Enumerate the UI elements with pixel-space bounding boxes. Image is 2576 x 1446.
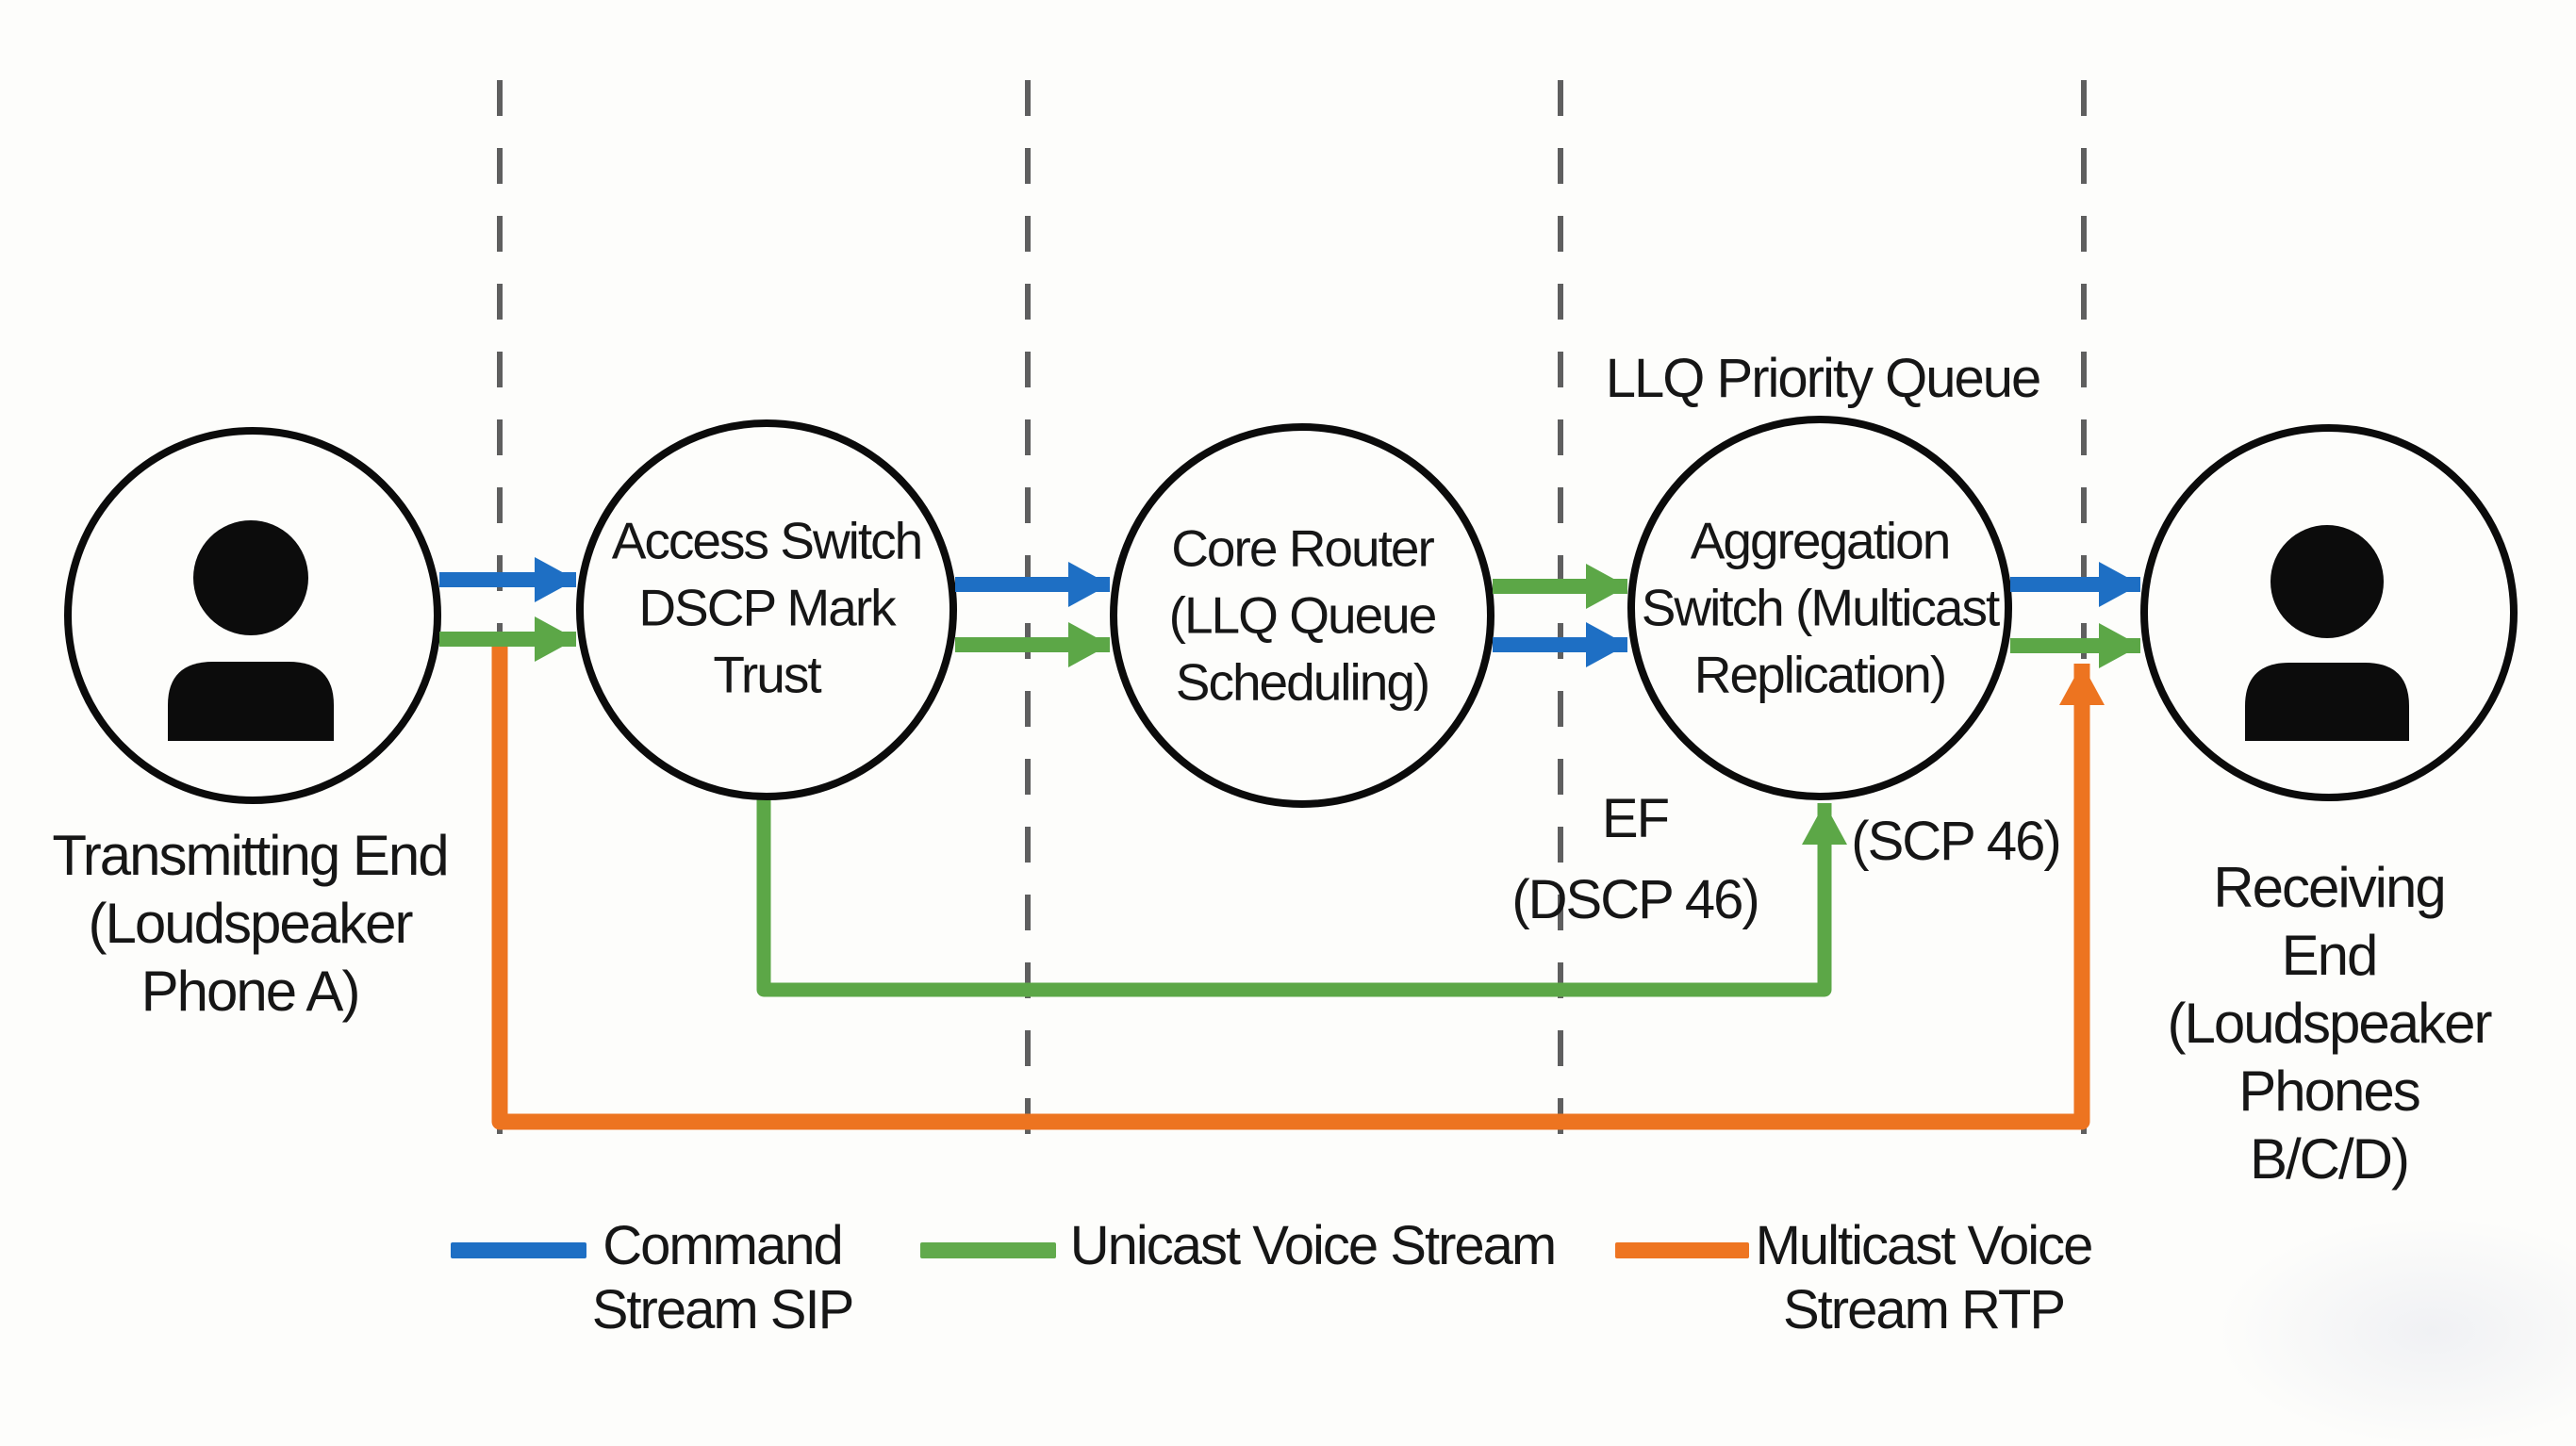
node-label-receiving-end: Receiving End (Loudspeaker Phones B/C/D) (2167, 856, 2493, 1191)
annotation-llq-priority-queue: LLQ Priority Queue (1605, 348, 2041, 409)
node-label-access-switch: Access Switch DSCP Mark Trust (611, 511, 924, 704)
annotation-scp46: (SCP 46) (1851, 811, 2061, 872)
node-circle-access-switch (576, 419, 957, 800)
person-icon (2245, 525, 2409, 741)
legend-label-unicast-voice-stream: Unicast Voice Stream (1069, 1215, 1557, 1276)
node-circle-core-router (1110, 423, 1494, 808)
legend-swatch-multicast-voice-stream (1615, 1242, 1749, 1258)
person-icon (168, 520, 334, 741)
multicast-voice-stream-path (491, 641, 2105, 1130)
legend-label-multicast-voice-stream: Multicast Voice Stream RTP (1755, 1215, 2094, 1340)
legend-label-command-stream: Command Stream SIP (591, 1215, 855, 1340)
node-label-aggregation-switch: Aggregation Switch (Multicast Replicatio… (1641, 511, 2001, 704)
legend-swatch-unicast-voice-stream (920, 1242, 1056, 1258)
node-label-core-router: Core Router (LLQ Queue Scheduling) (1168, 518, 1438, 712)
node-circle-aggregation-switch (1627, 416, 2012, 800)
annotation-ef-dscp46: EF (DSCP 46) (1511, 788, 1759, 930)
node-label-transmitting-end: Transmitting End (Loudspeaker Phone A) (52, 824, 449, 1023)
legend-swatch-command-stream (451, 1242, 586, 1258)
unicast-voice-stream-bypass-path (756, 797, 1847, 997)
